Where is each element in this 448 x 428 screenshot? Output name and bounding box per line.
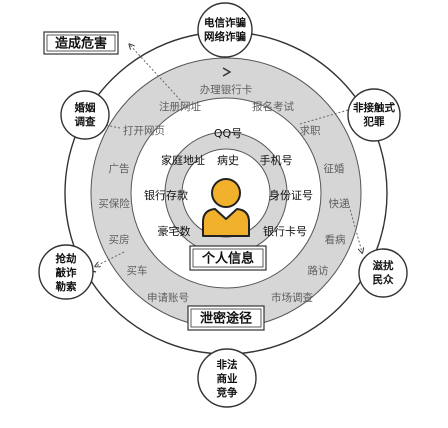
leak-visits: 路访 bbox=[308, 264, 329, 277]
core-title: 个人信息 bbox=[201, 251, 254, 267]
harm-telecom-fraud: 电信诈骗 网络诈骗 bbox=[197, 2, 253, 58]
leak-title-box bbox=[187, 305, 265, 331]
harm-contact-crime: 非接触式 犯罪 bbox=[347, 88, 401, 142]
core-item-phone: 手机号 bbox=[260, 153, 293, 167]
leak-ads: 广告 bbox=[109, 162, 130, 175]
leak-buy-insurance: 买保险 bbox=[98, 197, 130, 210]
harm-unfair-competition: 非法 商业 竞争 bbox=[197, 348, 257, 408]
svg-text:竞争: 竞争 bbox=[217, 386, 238, 399]
svg-text:电信诈骗: 电信诈骗 bbox=[204, 16, 246, 29]
leak-hospital-visit: 看病 bbox=[325, 233, 346, 246]
harm-robbery-extortion: 抢劫 敲诈 勒索 bbox=[38, 244, 94, 300]
svg-text:网络诈骗: 网络诈骗 bbox=[204, 30, 246, 43]
core-item-home-address: 家庭地址 bbox=[161, 153, 205, 167]
svg-text:勒索: 勒索 bbox=[56, 280, 77, 293]
leak-job-hunting: 求职 bbox=[300, 125, 321, 137]
core-item-bank-card: 银行卡号 bbox=[263, 224, 307, 238]
leak-apply-account: 申请账号 bbox=[147, 291, 189, 304]
svg-text:抢劫: 抢劫 bbox=[56, 252, 77, 265]
core-item-id-number: 身份证号 bbox=[269, 188, 313, 202]
leak-title: 泄密途径 bbox=[200, 311, 252, 327]
core-item-qq: QQ号 bbox=[214, 127, 242, 140]
svg-text:非法: 非法 bbox=[217, 358, 238, 371]
leak-market-survey: 市场调查 bbox=[271, 291, 313, 304]
svg-text:调查: 调查 bbox=[75, 115, 96, 128]
core-title-box bbox=[189, 245, 267, 271]
leak-buy-house: 买房 bbox=[109, 233, 130, 246]
harm-harassment: 滋扰 民众 bbox=[358, 248, 408, 298]
core-item-medical-history: 病史 bbox=[217, 153, 239, 167]
leak-register-url: 注册网址 bbox=[159, 100, 201, 113]
svg-text:滋扰: 滋扰 bbox=[373, 259, 394, 272]
svg-text:商业: 商业 bbox=[217, 372, 238, 385]
core-item-bank-deposit: 银行存款 bbox=[144, 188, 188, 202]
svg-text:民众: 民众 bbox=[373, 273, 394, 286]
svg-text:婚姻: 婚姻 bbox=[74, 101, 96, 114]
svg-text:敲诈: 敲诈 bbox=[56, 266, 77, 279]
person-icon bbox=[202, 178, 250, 237]
leak-open-webpage: 打开网页 bbox=[123, 124, 165, 137]
harm-title-box bbox=[43, 31, 119, 55]
svg-text:非接触式: 非接触式 bbox=[353, 101, 395, 114]
svg-text:犯罪: 犯罪 bbox=[363, 115, 385, 128]
leak-buy-car: 买车 bbox=[127, 264, 148, 277]
harm-title: 造成危害 bbox=[55, 36, 107, 52]
harm-marriage-investigation: 婚姻 调查 bbox=[60, 90, 110, 140]
leak-courier: 快递 bbox=[329, 197, 350, 210]
leak-open-bank-card: 办理银行卡 bbox=[200, 83, 253, 96]
leak-exam-signup: 报名考试 bbox=[252, 100, 294, 113]
leak-marriage-agency: 征婚 bbox=[324, 162, 345, 175]
core-item-property: 豪宅数 bbox=[158, 224, 191, 238]
